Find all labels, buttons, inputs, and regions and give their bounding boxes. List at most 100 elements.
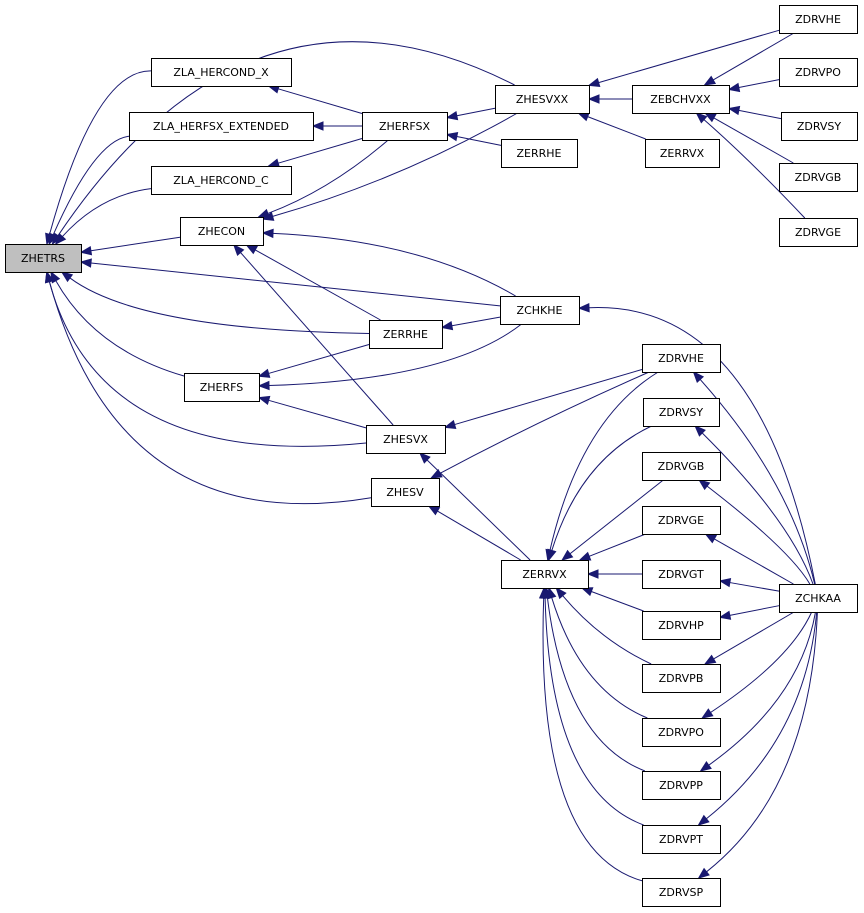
node-box <box>642 878 721 907</box>
node-box <box>779 218 858 247</box>
arrowhead-icon <box>578 551 592 561</box>
node-zla-herfsx-extended[interactable]: ZLA_HERFSX_EXTENDED <box>129 112 314 141</box>
node-box <box>371 478 440 507</box>
node-zdrvge-1[interactable]: ZDRVGE <box>779 218 858 247</box>
node-label: ZCHKAA <box>795 592 841 605</box>
node-zebchvxx[interactable]: ZEBCHVXX <box>632 85 730 114</box>
node-zhecon[interactable]: ZHECON <box>180 217 264 246</box>
edge-line <box>706 485 811 585</box>
node-zdrvsp[interactable]: ZDRVSP <box>642 878 721 907</box>
arrowhead-icon <box>311 121 324 131</box>
node-box <box>643 398 720 427</box>
edge-zdrvhe_2-to-zhesv <box>430 371 650 479</box>
node-label: ZDRVGE <box>795 226 841 239</box>
node-zchkhe[interactable]: ZCHKHE <box>500 296 580 325</box>
node-zdrvgb-2[interactable]: ZDRVGB <box>642 452 721 481</box>
node-zdrvgt[interactable]: ZDRVGT <box>642 560 721 589</box>
arrowhead-icon <box>718 610 732 620</box>
edge-zdrvhe_2-to-zerrvx_1 <box>545 371 659 562</box>
edge-zdrvhp-to-zerrvx_1 <box>580 587 644 612</box>
node-zhesvxx[interactable]: ZHESVXX <box>495 85 590 114</box>
node-zdrvgb-1[interactable]: ZDRVGB <box>779 163 858 192</box>
edge-zdrvsy_1-to-zebchvxx <box>727 105 782 120</box>
node-zdrvpp[interactable]: ZDRVPP <box>642 771 721 800</box>
node-box <box>779 58 858 87</box>
node-zhesvx-1[interactable]: ZHESVX <box>366 425 446 454</box>
edge-zherfsx-to-zhecon <box>257 139 389 218</box>
edge-line <box>254 249 381 321</box>
edge-line <box>268 344 370 374</box>
arrowhead-icon <box>79 258 92 268</box>
node-zerrhe-2[interactable]: ZERRHE <box>501 139 578 168</box>
edge-zhesvx_1-to-zhecon <box>232 243 394 426</box>
node-zdrvge-2[interactable]: ZDRVGE <box>642 506 721 535</box>
node-box <box>779 163 858 192</box>
arrowhead-icon <box>440 320 454 331</box>
arrowhead-icon <box>577 302 590 313</box>
node-label: ZDRVGB <box>658 460 705 473</box>
edge-zdrvge_2-to-zerrvx_1 <box>578 533 646 561</box>
edge-zherfs-to-zhetrs <box>50 270 185 377</box>
node-box <box>645 139 720 168</box>
edge-zchkhe-to-zhetrs <box>79 258 501 307</box>
node-label: ZLA_HERCOND_X <box>173 66 269 79</box>
node-label: ZDRVPO <box>795 66 841 79</box>
edge-zla_hercond_x-to-zhetrs <box>45 70 152 246</box>
node-zdrvhe-1[interactable]: ZDRVHE <box>779 5 858 34</box>
edge-line <box>551 425 652 551</box>
node-label: ZHESVX <box>383 433 428 446</box>
node-zerrvx-1[interactable]: ZERRVX <box>501 560 589 589</box>
arrowhead-icon <box>697 867 710 879</box>
node-box <box>501 139 578 168</box>
arrowhead-icon <box>695 112 708 124</box>
edge-line <box>549 371 659 551</box>
node-zdrvpo-1[interactable]: ZDRVPO <box>779 58 858 87</box>
edge-zdrvgt-to-zerrvx_1 <box>586 569 642 579</box>
edge-line <box>240 252 394 426</box>
arrowhead-icon <box>718 577 732 588</box>
edge-line <box>589 533 646 557</box>
edge-line <box>598 29 780 84</box>
edge-zhecon-to-zhetrs <box>79 236 181 256</box>
edge-zla_herfsx_extended-to-zhetrs <box>48 135 130 246</box>
edge-zerrhe_2-to-zherfsx <box>445 131 502 146</box>
node-zdrvpo-2[interactable]: ZDRVPO <box>642 718 721 747</box>
node-label: ZDRVPO <box>658 726 704 739</box>
node-zerrhe-1[interactable]: ZERRHE <box>369 320 443 349</box>
arrowhead-icon <box>547 548 557 562</box>
node-box <box>500 296 580 325</box>
node-box <box>180 217 264 246</box>
edge-zdrvge_1-to-zebchvxx <box>695 112 806 219</box>
arrowhead-icon <box>587 77 601 88</box>
node-label: ZDRVGB <box>795 171 842 184</box>
node-zdrvsy-1[interactable]: ZDRVSY <box>781 112 858 141</box>
edge-zdrvhe_1-to-zhesvxx <box>587 29 780 88</box>
edge-line <box>52 135 130 236</box>
arrowhead-icon <box>257 395 271 406</box>
node-zla-hercond-c[interactable]: ZLA_HERCOND_C <box>151 166 292 195</box>
node-zdrvsy-2[interactable]: ZDRVSY <box>643 398 720 427</box>
edge-zhesvxx-to-zhecon <box>261 112 518 221</box>
edge-zerrvx_2-to-zhesvxx <box>577 112 646 140</box>
node-zdrvpt[interactable]: ZDRVPT <box>642 825 721 854</box>
edge-zdrvsy_2-to-zerrvx_1 <box>547 425 652 562</box>
node-zdrvhe-2[interactable]: ZDRVHE <box>642 344 721 373</box>
node-box <box>642 452 721 481</box>
node-zdrvhp[interactable]: ZDRVHP <box>642 611 721 640</box>
node-box <box>642 825 721 854</box>
node-box <box>369 320 443 349</box>
node-zhesv[interactable]: ZHESV <box>371 478 440 507</box>
node-label: ZERRHE <box>517 147 562 160</box>
node-zerrvx-2[interactable]: ZERRVX <box>645 139 720 168</box>
arrowhead-icon <box>79 245 93 256</box>
edge-line <box>272 232 516 297</box>
node-zla-hercond-x[interactable]: ZLA_HERCOND_X <box>151 58 292 87</box>
edge-zchkaa-to-zdrvpo_2 <box>701 611 813 719</box>
edge-line <box>278 88 363 114</box>
node-zherfs[interactable]: ZHERFS <box>184 373 260 402</box>
edge-zdrvpo_1-to-zebchvxx <box>727 79 780 93</box>
node-zherfsx[interactable]: ZHERFSX <box>362 112 448 141</box>
edge-zdrvhe_1-to-zebchvxx <box>703 32 795 86</box>
node-zchkaa[interactable]: ZCHKAA <box>779 584 858 613</box>
node-zdrvpb[interactable]: ZDRVPB <box>642 664 721 693</box>
